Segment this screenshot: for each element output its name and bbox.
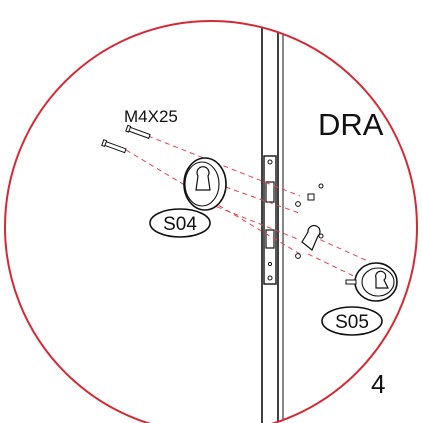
door-cutout-icon: [295, 183, 324, 259]
part-right-label: S05: [335, 312, 369, 333]
lock-faceplate: [263, 155, 277, 285]
detail-circle: [4, 20, 418, 423]
part-left-label: S04: [163, 214, 197, 235]
screw-size-label: M4X25: [124, 107, 178, 126]
part-right-oval: [321, 306, 383, 336]
door-label: DRA: [318, 107, 384, 142]
screw-lower-icon: [101, 139, 127, 154]
escutcheon-left-icon: [183, 157, 227, 211]
step-number: 4: [371, 369, 385, 399]
door-frame: [261, 21, 284, 423]
guide-lines: [125, 135, 371, 283]
part-left-oval: [149, 208, 211, 238]
screw-upper-icon: [125, 124, 151, 139]
escutcheon-right-icon: [345, 262, 398, 302]
